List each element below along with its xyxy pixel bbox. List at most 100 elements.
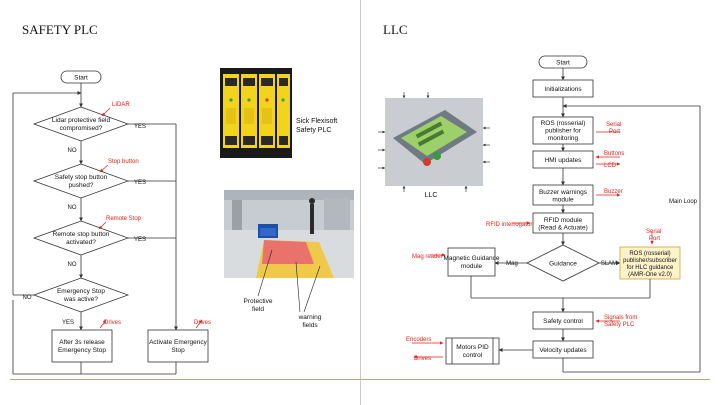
ros-label-1: ROS (rosserial) bbox=[541, 120, 586, 127]
edge-no-3: NO bbox=[68, 262, 77, 268]
guidance-decision bbox=[526, 244, 600, 282]
protective-label-line2: field bbox=[252, 306, 264, 314]
lidar-label-1: Lidar protective field bbox=[52, 117, 111, 124]
edge-no-2: NO bbox=[68, 205, 77, 211]
lidar-annotation: LIDAR bbox=[112, 102, 130, 108]
bottom-rule bbox=[10, 379, 710, 380]
rosguide-label-4: (AMR-One v2.0) bbox=[628, 272, 672, 278]
buzzer-label-2: module bbox=[552, 197, 574, 204]
warning-label-line2: fields bbox=[302, 322, 318, 330]
motors-label-2: control bbox=[463, 352, 483, 359]
lcd-hardware-illustration bbox=[385, 98, 483, 186]
warning-fields-label: warning fields bbox=[290, 314, 330, 330]
activate-label-1: Activate Emergency bbox=[149, 339, 208, 346]
protective-field-label: Protective field bbox=[238, 298, 278, 314]
lcd-caption: LLC bbox=[425, 192, 438, 199]
hmi-label: HMI updates bbox=[545, 157, 583, 164]
remote-label-2: activated? bbox=[66, 239, 96, 246]
edge-no-4: NO bbox=[23, 295, 32, 301]
buzzer-annotation: Buzzer bbox=[604, 189, 623, 195]
ros-monitor-node bbox=[532, 116, 594, 145]
safety-plc-flowchart bbox=[12, 70, 209, 375]
llc-flowchart bbox=[445, 55, 701, 373]
signals-annotation-2: Safety PLC bbox=[604, 322, 635, 328]
safety-control-label: Safety control bbox=[543, 318, 583, 325]
mag-guidance-label-2: module bbox=[461, 263, 483, 270]
emergency-label-2: was active? bbox=[63, 296, 98, 303]
edge-main-loop: Main Loop bbox=[669, 199, 698, 205]
edge-mag: Mag bbox=[506, 261, 518, 267]
ros-label-2: publisher for bbox=[545, 128, 582, 135]
warning-label-line1: warning bbox=[298, 314, 322, 321]
lidar-decision bbox=[32, 106, 130, 142]
edge-yes-1: YES bbox=[134, 124, 146, 130]
safety-plc-texts: Start Lidar protective field compromised… bbox=[23, 75, 208, 355]
safety-plc-annotations: LIDAR Stop button Remote Stop Drives Dri… bbox=[98, 102, 211, 329]
motors-label-1: Motors PID bbox=[456, 344, 489, 351]
rfid-label-2: (Read & Actuate) bbox=[538, 225, 588, 232]
activate-estop-node bbox=[147, 329, 209, 363]
buzzer-label-1: Buzzer warnings bbox=[539, 189, 588, 196]
release-label-1: After 3s release bbox=[59, 339, 105, 346]
llc-texts: Start Initializations ROS (rosserial) pu… bbox=[425, 60, 698, 360]
warehouse-scene-illustration bbox=[224, 190, 354, 278]
rfid-label-1: RFID module bbox=[544, 217, 583, 224]
motors-pid-node bbox=[445, 337, 500, 365]
signals-annotation-1: Signals from bbox=[604, 315, 637, 321]
mag-reader-annotation: Mag reader bbox=[412, 254, 443, 260]
release-estop-node bbox=[51, 329, 113, 363]
remote-stop-annotation: Remote Stop bbox=[106, 216, 142, 222]
safety-stop-decision bbox=[32, 163, 130, 199]
remote-stop-decision bbox=[32, 220, 130, 256]
edge-yes-2: YES bbox=[134, 180, 146, 186]
buttons-annotation: Buttons bbox=[604, 151, 624, 157]
emergency-label-1: Emergency Stop bbox=[57, 288, 105, 295]
safety-label-1: Safety stop button bbox=[55, 174, 108, 181]
edge-slam: SLAM bbox=[601, 261, 617, 267]
drives-right-annotation: Drives bbox=[194, 320, 211, 326]
init-label: Initializations bbox=[544, 86, 582, 93]
drives-annotation: Drives bbox=[414, 356, 431, 362]
ros-label-3: monitoring bbox=[548, 135, 579, 142]
warehouse-photo bbox=[224, 190, 354, 278]
drives-left-annotation: Drives bbox=[104, 320, 121, 326]
plc-caption-line2: Safety PLC bbox=[296, 126, 332, 134]
ros-guidance-node bbox=[619, 246, 681, 280]
rosguide-label-3: for HLC guidance bbox=[627, 265, 674, 271]
edge-yes-3: YES bbox=[134, 237, 146, 243]
edge-no-1: NO bbox=[68, 148, 77, 154]
panel-divider bbox=[360, 0, 361, 405]
protective-label-line1: Protective bbox=[243, 298, 273, 305]
safety-label-2: pushed? bbox=[69, 182, 94, 189]
remote-label-1: Remote stop button bbox=[53, 231, 110, 238]
plc-caption-line1: Sick Flexisoft bbox=[296, 118, 338, 125]
llc-annotations: Serial Port Buttons LCD Buzzer RFID inte… bbox=[406, 122, 661, 362]
stop-button-annotation: Stop button bbox=[108, 159, 139, 165]
rfid-interrogator-annotation: RFID interrogator bbox=[486, 222, 532, 228]
rosguide-label-1: ROS (rosserial) bbox=[629, 251, 670, 257]
mag-guidance-node bbox=[447, 247, 496, 277]
serial-port-annotation-2: Port bbox=[609, 129, 620, 135]
plc-caption: Sick Flexisoft Safety PLC bbox=[296, 118, 356, 136]
activate-label-2: Stop bbox=[171, 347, 185, 354]
safety-plc-title: SAFETY PLC bbox=[22, 22, 98, 37]
llc-title: LLC bbox=[383, 22, 408, 37]
emergency-decision bbox=[32, 277, 130, 313]
guidance-label: Guidance bbox=[549, 261, 577, 268]
llc-lcd-photo bbox=[385, 98, 483, 186]
start-label: Start bbox=[74, 75, 88, 82]
plc-hardware-illustration bbox=[223, 74, 290, 148]
release-label-2: Emergency Stop bbox=[58, 347, 106, 354]
serial-port2-annotation-1: Serial bbox=[646, 229, 661, 235]
velocity-label: Velocity updates bbox=[539, 347, 587, 354]
llc-start-label: Start bbox=[556, 60, 570, 67]
plc-photo bbox=[220, 68, 292, 158]
encoders-annotation: Encoders bbox=[406, 337, 431, 343]
lidar-label-2: compromised? bbox=[60, 125, 103, 132]
edge-yes-4: YES bbox=[62, 320, 74, 326]
serial-port-annotation-1: Serial bbox=[606, 122, 621, 128]
serial-port2-annotation-2: Port bbox=[649, 236, 660, 242]
lcd-annotation: LCD bbox=[604, 163, 617, 169]
